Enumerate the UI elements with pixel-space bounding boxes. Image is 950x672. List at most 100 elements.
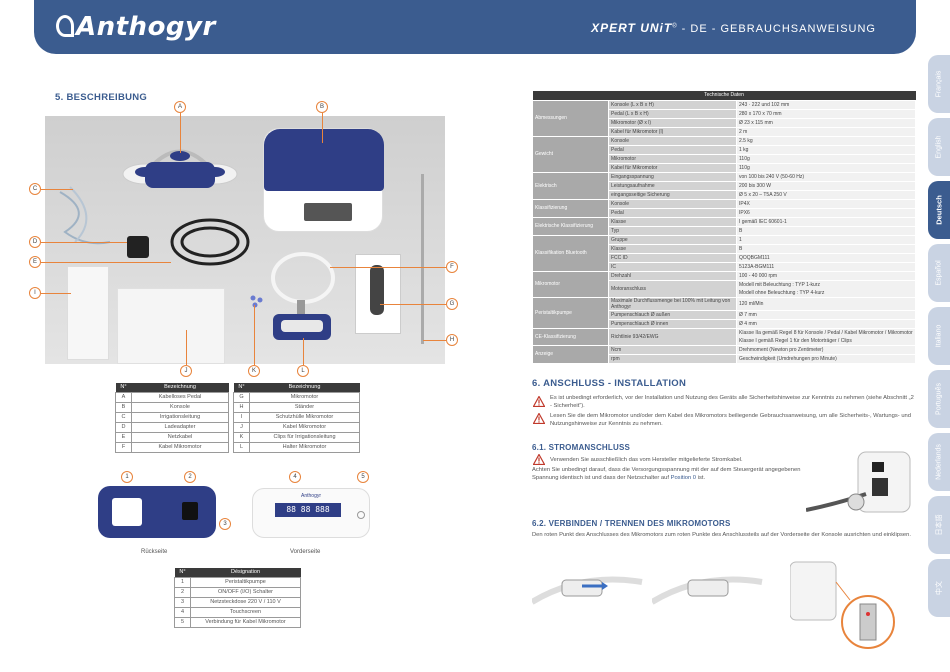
callout-d: D (29, 236, 41, 248)
table-category-cell: CE-Klassifizierung (532, 327, 609, 346)
table-value-cell: IPX6 (736, 207, 916, 218)
table-value-cell: B (736, 243, 916, 254)
table-category-cell: Klassifizierung (532, 198, 609, 218)
warning-icon (533, 454, 545, 465)
table-value-cell: Drehmoment (Newton pro Zentimeter) (736, 344, 916, 355)
table-parameter-cell: Pumpenschlauch Ø innen (608, 318, 737, 329)
table-parameter-cell: Drehzahl (608, 270, 737, 281)
table-parameter-cell: Konsole (608, 135, 737, 146)
connect-step-3-figure (789, 552, 916, 652)
manual-warning-text: Lesen Sie die dem Mikromotor und/oder de… (550, 413, 911, 427)
brand-logo: Anthogyr (56, 12, 216, 42)
table-value-cell: Ø 4 mm (736, 318, 916, 329)
table-value-cell: 110g (736, 162, 916, 173)
clips-illustration (249, 294, 265, 308)
table-parameter-cell: Klasse (608, 216, 737, 227)
section-6-title: 6. ANSCHLUSS - INSTALLATION (532, 378, 687, 389)
tab-nederlands[interactable]: Nederlands (928, 433, 950, 491)
tab-portugues[interactable]: Português (928, 370, 950, 428)
callout-f: F (446, 261, 458, 273)
micromotor-cable-illustration (263, 246, 343, 316)
table-value-cell: Geschwindigkeit (Umdrehungen pro Minute) (736, 353, 916, 364)
leader-line (423, 340, 446, 341)
table-category-cell: Peristaltikpumpe (532, 296, 609, 329)
table-value-cell: 2 m (736, 126, 916, 137)
table-value-cell: 120 ml/Min (736, 296, 916, 311)
table-category-cell: Elektrische Klassifizierung (532, 216, 609, 236)
warning-icon (533, 396, 545, 407)
table-category-cell: Anzeige (532, 344, 609, 364)
micromotor-connect-text: Den roten Punkt des Anschlusses des Mikr… (532, 532, 911, 538)
section-5-title: 5. BESCHREIBUNG (55, 92, 148, 103)
tab-japanese[interactable]: 日本語 (928, 496, 950, 554)
table-parameter-cell: Mikromotor (608, 153, 737, 164)
warning-icon (533, 413, 545, 424)
page-header: Anthogyr XPERT UNiT® - DE - GEBRAUCHSANW… (34, 0, 916, 54)
table-value-cell: QOQBGM111 (736, 252, 916, 263)
section-6-1-title: 6.1. STROMANSCHLUSS (532, 443, 631, 452)
leader-line (41, 293, 71, 294)
callout-e: E (29, 256, 41, 268)
tab-chinese[interactable]: 中文 (928, 559, 950, 617)
section-6-2-title: 6.2. VERBINDEN / TRENNEN DES MIKROMOTORS (532, 519, 731, 528)
table-parameter-cell: Pedal (608, 207, 737, 218)
tab-espanol[interactable]: Español (928, 244, 950, 302)
table-parameter-cell: Maximale Durchflussmenge bei 100% mit Le… (608, 296, 737, 311)
table-value-cell: 200 bis 300 W (736, 180, 916, 191)
connect-step-1-figure (530, 552, 644, 632)
table-value-cell: IP4X (736, 198, 916, 209)
leader-line (180, 113, 181, 153)
tab-italiano[interactable]: Italiano (928, 307, 950, 365)
callout-l: L (297, 365, 309, 377)
table-parameter-cell: Typ (608, 225, 737, 236)
technical-data-title: Technische Daten (532, 91, 916, 100)
table-value-cell: Ø 23 x 115 mm (736, 117, 916, 128)
tab-francais[interactable]: Français (928, 55, 950, 113)
leader-line (254, 305, 255, 365)
tab-english[interactable]: English (928, 118, 950, 176)
header-title: XPERT UNiT® - DE - GEBRAUCHSANWEISUNG (591, 21, 876, 35)
table-parameter-cell: Ncm (608, 344, 737, 355)
callout-c: C (29, 183, 41, 195)
callout-4: 4 (289, 471, 301, 483)
table-parameter-cell: Konsole (608, 198, 737, 209)
power-cable-warning: Verwenden Sie ausschließlich das vom Her… (550, 457, 743, 463)
table-value-cell: Ø 5 x 20 – T5A 250 V (736, 189, 916, 200)
table-parameter-cell: Mikromotor (Ø x l) (608, 117, 737, 128)
front-view-caption: Vorderseite (290, 549, 321, 555)
console-back-view (98, 486, 216, 538)
table-value-cell: 100 - 40 000 rpm (736, 270, 916, 281)
safety-warning-text: Es ist unbedingt erforderlich, vor der I… (550, 395, 914, 409)
tab-deutsch[interactable]: Deutsch (928, 181, 950, 239)
table-value-cell: Klasse IIa gemäß Regel 8 für Konsole / P… (736, 327, 916, 346)
irrigation-line-illustration (55, 182, 115, 252)
back-view-caption: Rückseite (141, 549, 168, 555)
table-category-cell: Gewicht (532, 135, 609, 173)
leader-line (330, 267, 446, 268)
table-parameter-cell: Richtlinie 93/42/EWG (608, 327, 737, 346)
console-front-view: Anthogyr 88 88 888 (252, 488, 370, 538)
table-value-cell: 110g (736, 153, 916, 164)
